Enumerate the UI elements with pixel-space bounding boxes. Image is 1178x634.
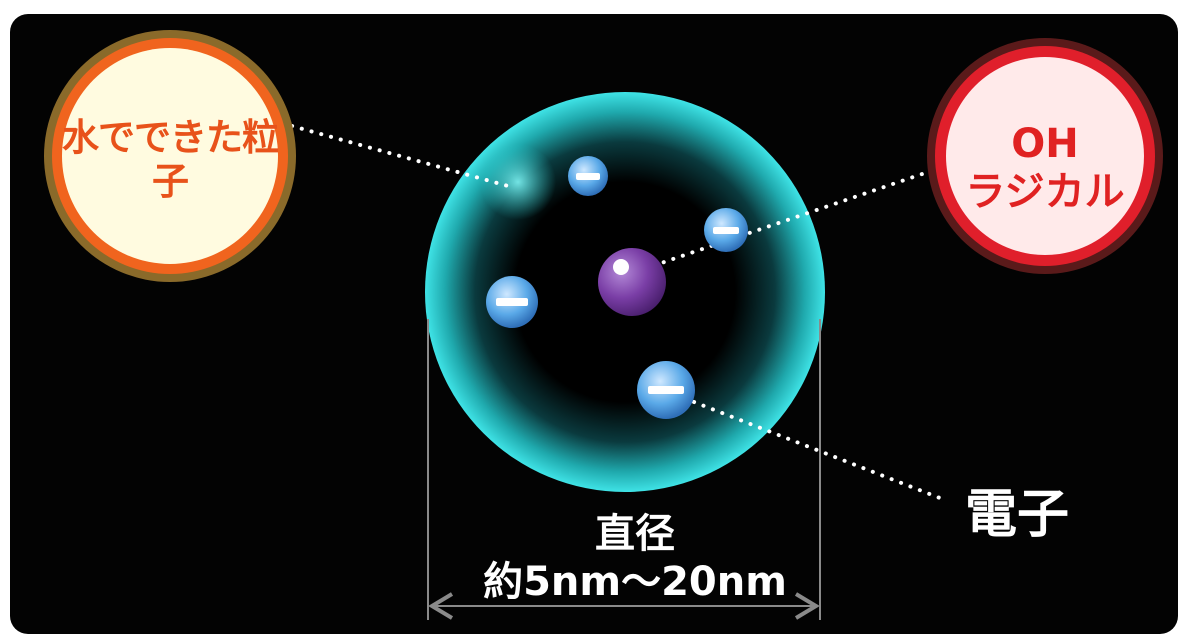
electron-label: 電子 xyxy=(965,485,1070,545)
electron xyxy=(568,156,608,196)
diameter-label-line2: 約5nm〜20nm xyxy=(483,559,787,605)
diameter-label: 直径 約5nm〜20nm xyxy=(440,510,830,606)
diameter-label-line1: 直径 xyxy=(595,511,675,557)
oh-radical-label-line2: ラジカル xyxy=(965,169,1125,215)
oh-radical-badge xyxy=(927,38,1163,274)
diagram-panel: 水でできた粒子 OH ラジカル 電子 直径 約5nm〜20nm xyxy=(10,14,1178,634)
diagram-canvas xyxy=(44,30,1163,620)
water-particle-badge xyxy=(44,30,296,282)
oh-radical-label-line1: OH xyxy=(1011,121,1079,167)
oh-radical-label: OH ラジカル xyxy=(945,120,1145,216)
connector-water xyxy=(290,124,510,188)
electron xyxy=(637,361,695,419)
oh-radical-particle xyxy=(598,248,666,316)
water-particle-label: 水でできた粒子 xyxy=(62,116,279,204)
electron xyxy=(704,208,748,252)
connector-oh xyxy=(633,170,930,274)
electron xyxy=(486,276,538,328)
oh-radical-shine xyxy=(613,259,629,275)
sphere-highlight-spot xyxy=(480,144,556,220)
